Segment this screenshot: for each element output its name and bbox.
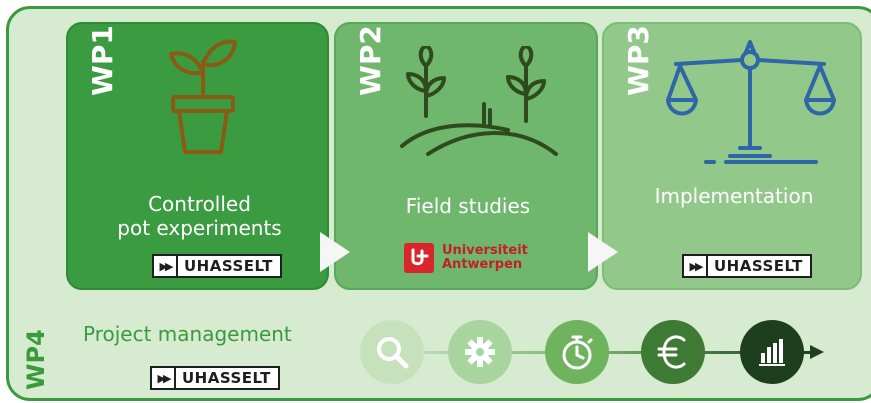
wp3-card: WP3 Implementation ▶▶ UHASSELT bbox=[602, 22, 862, 290]
process-arrowhead-icon bbox=[810, 345, 824, 359]
partner-name-line1: Universiteit bbox=[442, 243, 528, 258]
wp4-title: Project management bbox=[83, 322, 292, 346]
search-icon bbox=[360, 320, 424, 384]
stopwatch-icon bbox=[545, 320, 609, 384]
wp1-card: WP1 Controlled pot experiments ▶▶ UHASSE… bbox=[66, 22, 329, 290]
play-icon: ▶▶ bbox=[684, 256, 708, 276]
wp2-title: Field studies bbox=[405, 194, 531, 218]
flow-arrow bbox=[588, 232, 618, 272]
bar-chart-icon bbox=[740, 320, 804, 384]
wp1-title-line2: pot experiments bbox=[117, 216, 282, 240]
partner-name-line2: Antwerpen bbox=[442, 257, 523, 272]
uhasselt-logo: ▶▶ UHASSELT bbox=[152, 254, 282, 278]
uantwerpen-logo-icon bbox=[404, 243, 434, 273]
wp3-title: Implementation bbox=[654, 184, 814, 208]
wp1-label: WP1 bbox=[86, 25, 119, 96]
wp4-label: WP4 bbox=[22, 329, 50, 390]
field-plants-icon bbox=[400, 46, 558, 156]
wp3-label: WP3 bbox=[622, 25, 655, 96]
universiteit-antwerpen-logo: Universiteit Antwerpen bbox=[404, 243, 528, 273]
wp2-label: WP2 bbox=[354, 25, 387, 96]
wp1-title-line1: Controlled bbox=[148, 192, 251, 216]
play-icon: ▶▶ bbox=[152, 368, 176, 388]
justice-scale-icon bbox=[666, 40, 836, 164]
potted-plant-icon bbox=[169, 39, 237, 154]
play-icon: ▶▶ bbox=[154, 256, 178, 276]
uhasselt-logo: ▶▶ UHASSELT bbox=[682, 254, 812, 278]
uhasselt-logo: ▶▶ UHASSELT bbox=[150, 366, 280, 390]
flow-arrow bbox=[320, 232, 350, 272]
wp2-card: WP2 Field studies bbox=[334, 22, 598, 290]
gear-icon bbox=[448, 320, 512, 384]
euro-icon bbox=[641, 320, 705, 384]
